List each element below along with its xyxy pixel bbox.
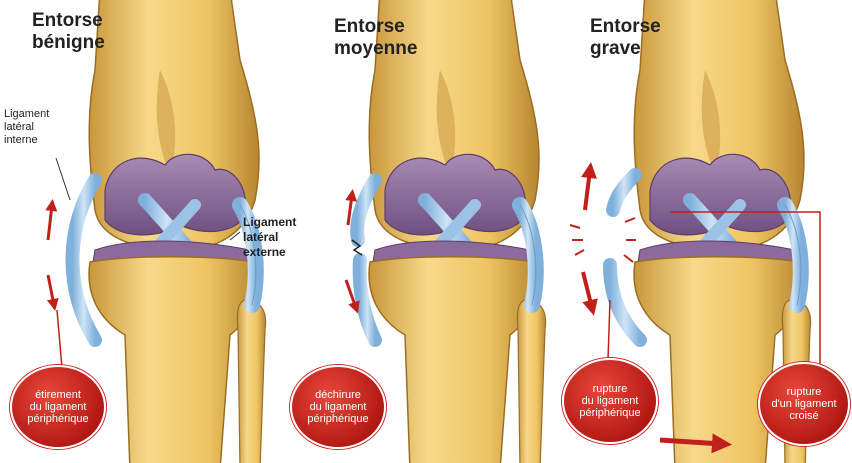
badge-moderate: déchirure du ligament périphérique <box>290 365 386 449</box>
badge-severe-cruciate: rupture d'un ligament croisé <box>758 362 850 446</box>
badge-moderate-text: déchirure du ligament périphérique <box>301 389 374 425</box>
stretch-arrows <box>48 205 54 305</box>
badge-severe-peripheral: rupture du ligament périphérique <box>562 358 658 444</box>
badge-severe-cruciate-text: rupture d'un ligament croisé <box>765 386 842 422</box>
internal-label-pointer <box>56 158 70 200</box>
label-external-ligament: Ligament latéral externe <box>243 215 296 260</box>
panel-title-moderate: Entorse moyenne <box>334 16 417 60</box>
badge-severe-peripheral-text: rupture du ligament périphérique <box>573 383 646 419</box>
panel-title-severe: Entorse grave <box>590 16 661 60</box>
callout-line-severe <box>608 300 610 360</box>
panel-title-benign: Entorse bénigne <box>32 10 105 54</box>
callout-line <box>57 310 62 368</box>
label-internal-ligament: Ligament latéral interne <box>4 108 49 147</box>
badge-benign-text: étirement du ligament périphérique <box>21 389 94 425</box>
badge-benign: étirement du ligament périphérique <box>10 365 106 449</box>
